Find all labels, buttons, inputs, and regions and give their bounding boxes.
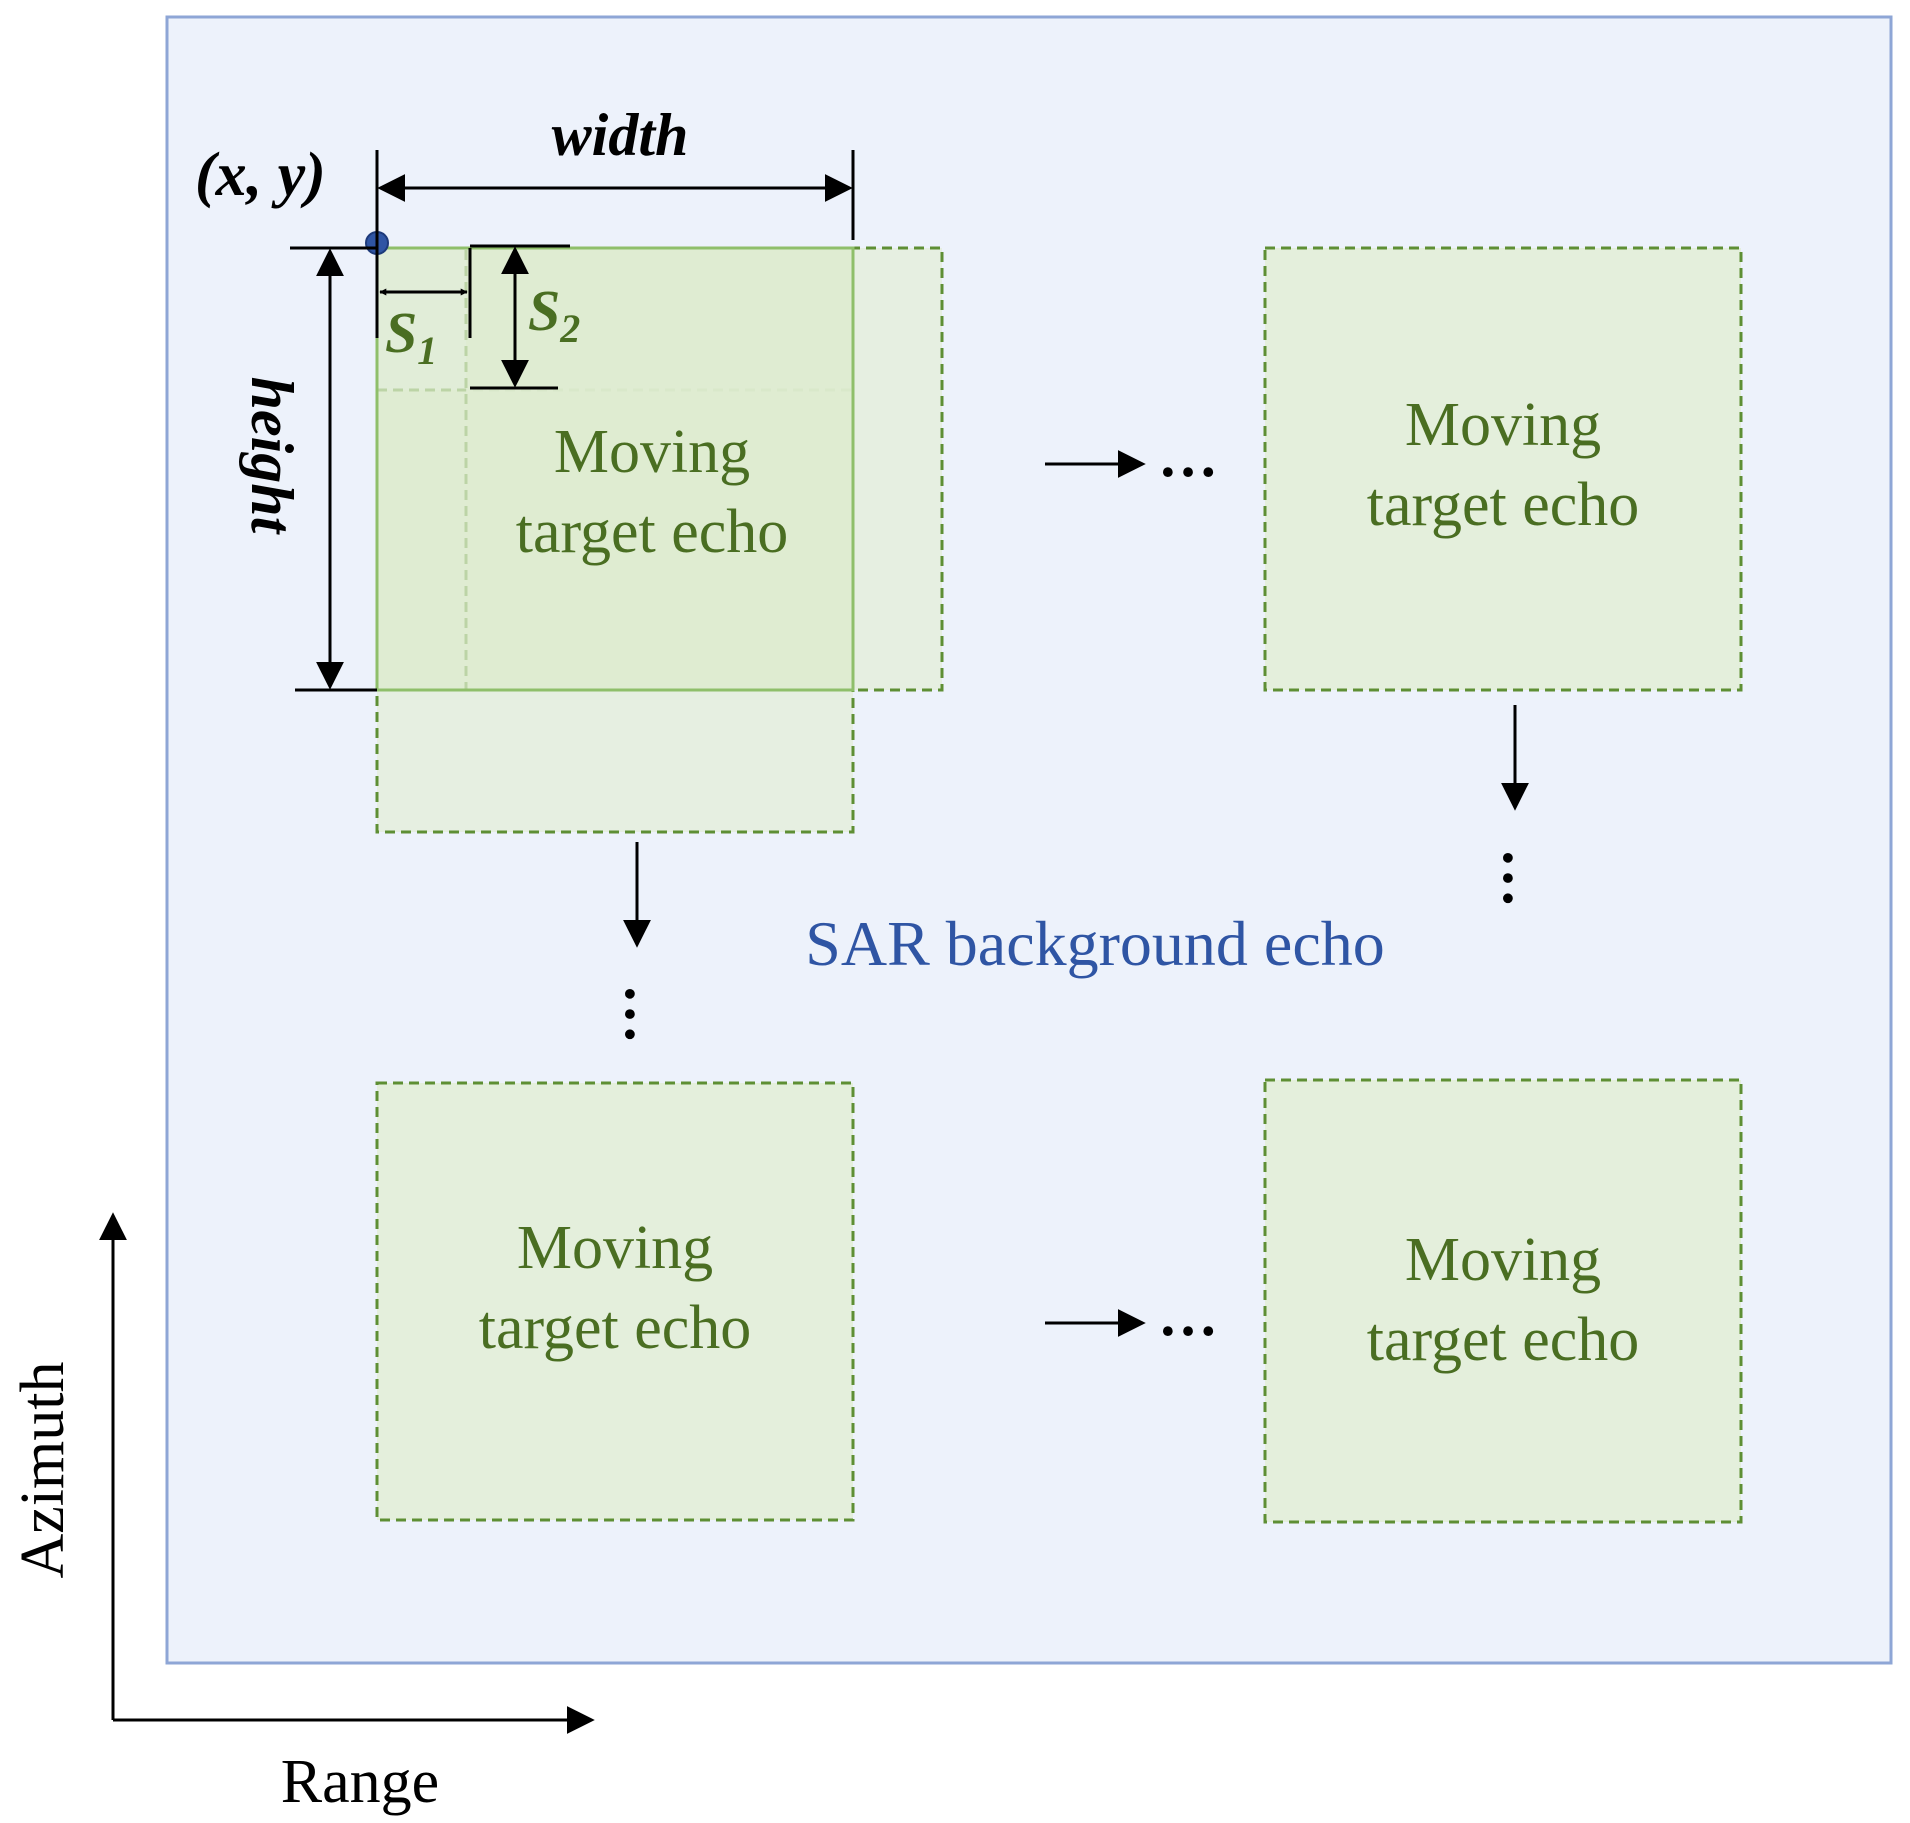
ellipsis-down-right: … <box>1491 848 1557 908</box>
window-label-line2: target echo <box>516 498 789 566</box>
azimuth-axis-label: Azimuth <box>9 1362 77 1579</box>
sliding-window-group: Moving target echo (x, y) width height S… <box>195 102 944 834</box>
window-bottom-left-line2: target echo <box>479 1294 752 1362</box>
window-bottom-right-line2: target echo <box>1367 1306 1640 1374</box>
ellipsis-right-top: … <box>1158 423 1218 489</box>
window-bottom-left-line1: Moving <box>517 1214 713 1282</box>
origin-label: (x, y) <box>195 141 326 209</box>
window-bottom-right <box>1263 1078 1743 1524</box>
window-bottom-left <box>375 1081 855 1522</box>
s2-label: S2 <box>528 278 580 351</box>
window-label-line1: Moving <box>554 418 750 486</box>
window-top-right-line2: target echo <box>1367 471 1640 539</box>
s1-label: S1 <box>385 300 437 373</box>
range-axis-label: Range <box>281 1748 439 1816</box>
window-top-right-line1: Moving <box>1405 391 1601 459</box>
window-initial <box>375 246 855 692</box>
window-top-right <box>1263 246 1743 692</box>
height-label: height <box>239 377 305 536</box>
width-label: width <box>552 102 689 168</box>
background-label: SAR background echo <box>805 908 1384 979</box>
ellipsis-down-left: … <box>613 984 679 1044</box>
window-bottom-right-line1: Moving <box>1405 1226 1601 1294</box>
ellipsis-right-bottom: … <box>1158 1282 1218 1348</box>
